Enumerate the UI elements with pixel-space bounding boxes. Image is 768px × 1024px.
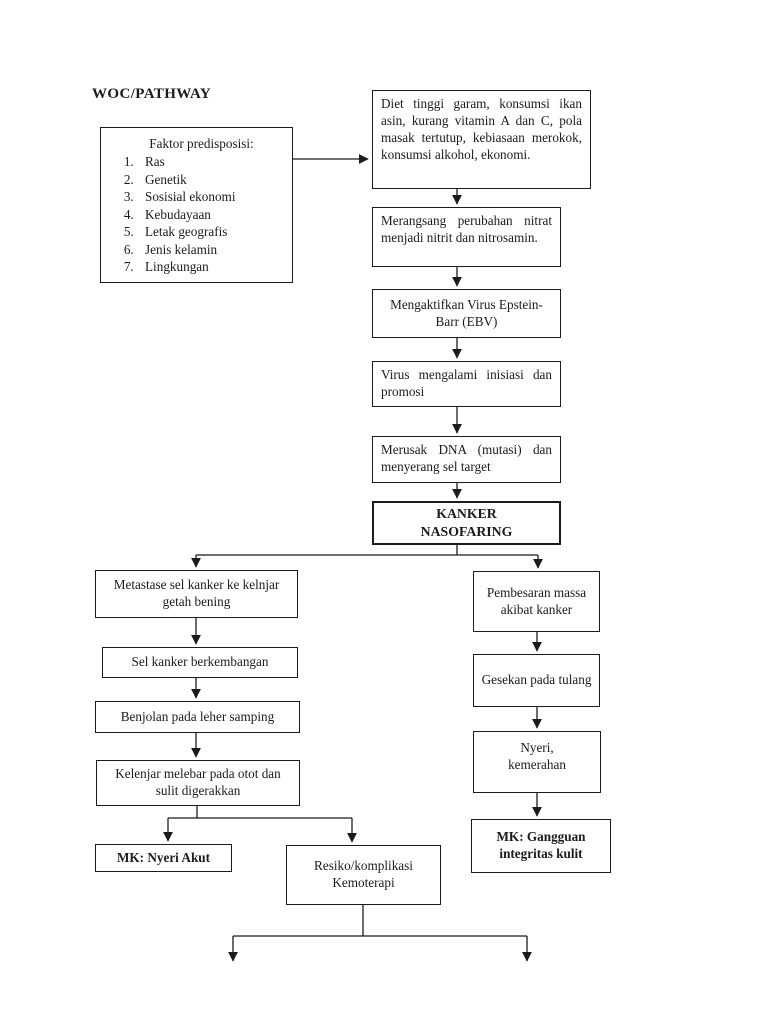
faktor-item-kebudayaan: Kebudayaan (137, 206, 292, 223)
faktor-list: Ras Genetik Sosisial ekonomi Kebudayaan … (101, 153, 292, 275)
nyeri-kemerahan-label: Nyeri, kemerahan (508, 740, 566, 772)
box-metastase-getah-bening: Metastase sel kanker ke kelnjar getah be… (95, 570, 298, 618)
faktor-item-genetik: Genetik (137, 171, 292, 188)
box-mk-gangguan-integritas: MK: Gangguan integritas kulit (471, 819, 611, 873)
box-mk-nyeri-akut: MK: Nyeri Akut (95, 844, 232, 872)
faktor-item-lingkungan: Lingkungan (137, 258, 292, 275)
box-sel-kanker-berkembang: Sel kanker berkembangan (102, 647, 298, 678)
page-title: WOC/PATHWAY (92, 86, 212, 102)
box-resiko-kemoterapi: Resiko/komplikasi Kemoterapi (286, 845, 441, 905)
box-kelenjar-melebar: Kelenjar melebar pada otot dan sulit dig… (96, 760, 300, 806)
box-pembesaran-massa: Pembesaran massa akibat kanker (473, 571, 600, 632)
faktor-item-jenis-kelamin: Jenis kelamin (137, 241, 292, 258)
box-kanker-nasofaring: KANKER NASOFARING (372, 501, 561, 545)
box-virus-inisiasi: Virus mengalami inisiasi dan promosi (372, 361, 561, 407)
box-merangsang-nitrat: Merangsang perubahan nitrat menjadi nitr… (372, 207, 561, 267)
faktor-item-sosial-ekonomi: Sosisial ekonomi (137, 188, 292, 205)
box-merusak-dna: Merusak DNA (mutasi) dan menyerang sel t… (372, 436, 561, 483)
box-diet-risk-factors: Diet tinggi garam, konsumsi ikan asin, k… (372, 90, 591, 189)
box-nyeri-kemerahan: Nyeri, kemerahan (473, 731, 601, 793)
box-faktor-predisposisi: Faktor predisposisi: Ras Genetik Sosisia… (100, 127, 293, 283)
box-mengaktifkan-ebv: Mengaktifkan Virus Epstein-Barr (EBV) (372, 289, 561, 338)
box-gesekan-tulang: Gesekan pada tulang (473, 654, 600, 707)
faktor-item-letak-geografis: Letak geografis (137, 223, 292, 240)
box-benjolan-leher: Benjolan pada leher samping (95, 701, 300, 733)
faktor-heading: Faktor predisposisi: (149, 136, 254, 151)
faktor-item-ras: Ras (137, 153, 292, 170)
kanker-nasofaring-label: KANKER NASOFARING (420, 506, 513, 539)
